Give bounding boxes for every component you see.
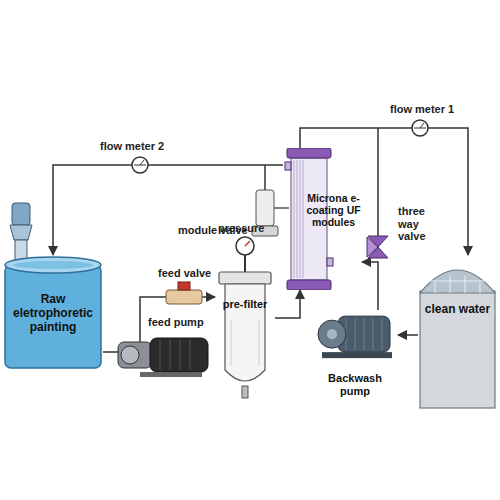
node-text: clean water: [422, 303, 493, 317]
feed-pump: [118, 338, 208, 377]
pump-label: feed pump: [148, 316, 210, 329]
node-text: Microna e-coating UF modules: [305, 192, 362, 228]
feed-valve: [166, 282, 202, 304]
agitator: [10, 203, 32, 260]
uf-module: Microna e-coating UF modules: [283, 148, 362, 290]
clean-water-tank: clean water: [418, 255, 497, 410]
flow-meter-2: [132, 157, 148, 173]
node-text: Raw eletrophoretic painting: [7, 293, 99, 334]
pipe-connector: [53, 165, 283, 255]
valve-label: three way valve: [398, 205, 442, 243]
node-text: pre-filter: [217, 298, 273, 311]
flow-meter-label: flow meter 2: [100, 140, 180, 153]
backwash-pump: Backwash pump: [312, 310, 398, 400]
flow-meter-1: [412, 120, 428, 136]
node-text: Backwash pump: [312, 372, 398, 397]
flow-meter-label: flow meter 1: [390, 103, 470, 116]
riser-pipe: [377, 128, 379, 236]
valve-label: feed valve: [158, 267, 220, 280]
pipe-connector: [275, 290, 300, 318]
pipe-connector: [362, 262, 378, 310]
pressure-gauge: [236, 237, 254, 272]
clean-water-tank-art: [418, 255, 497, 410]
pre-filter-housing: pre-filter: [215, 270, 275, 400]
pipe-connector: [398, 334, 418, 336]
gauge-label: pressure: [218, 222, 278, 235]
raw-paint-tank: Raw eletrophoretic painting: [3, 255, 103, 372]
pre-filter-housing-art: [215, 270, 275, 400]
three-way-valve: [367, 236, 388, 258]
